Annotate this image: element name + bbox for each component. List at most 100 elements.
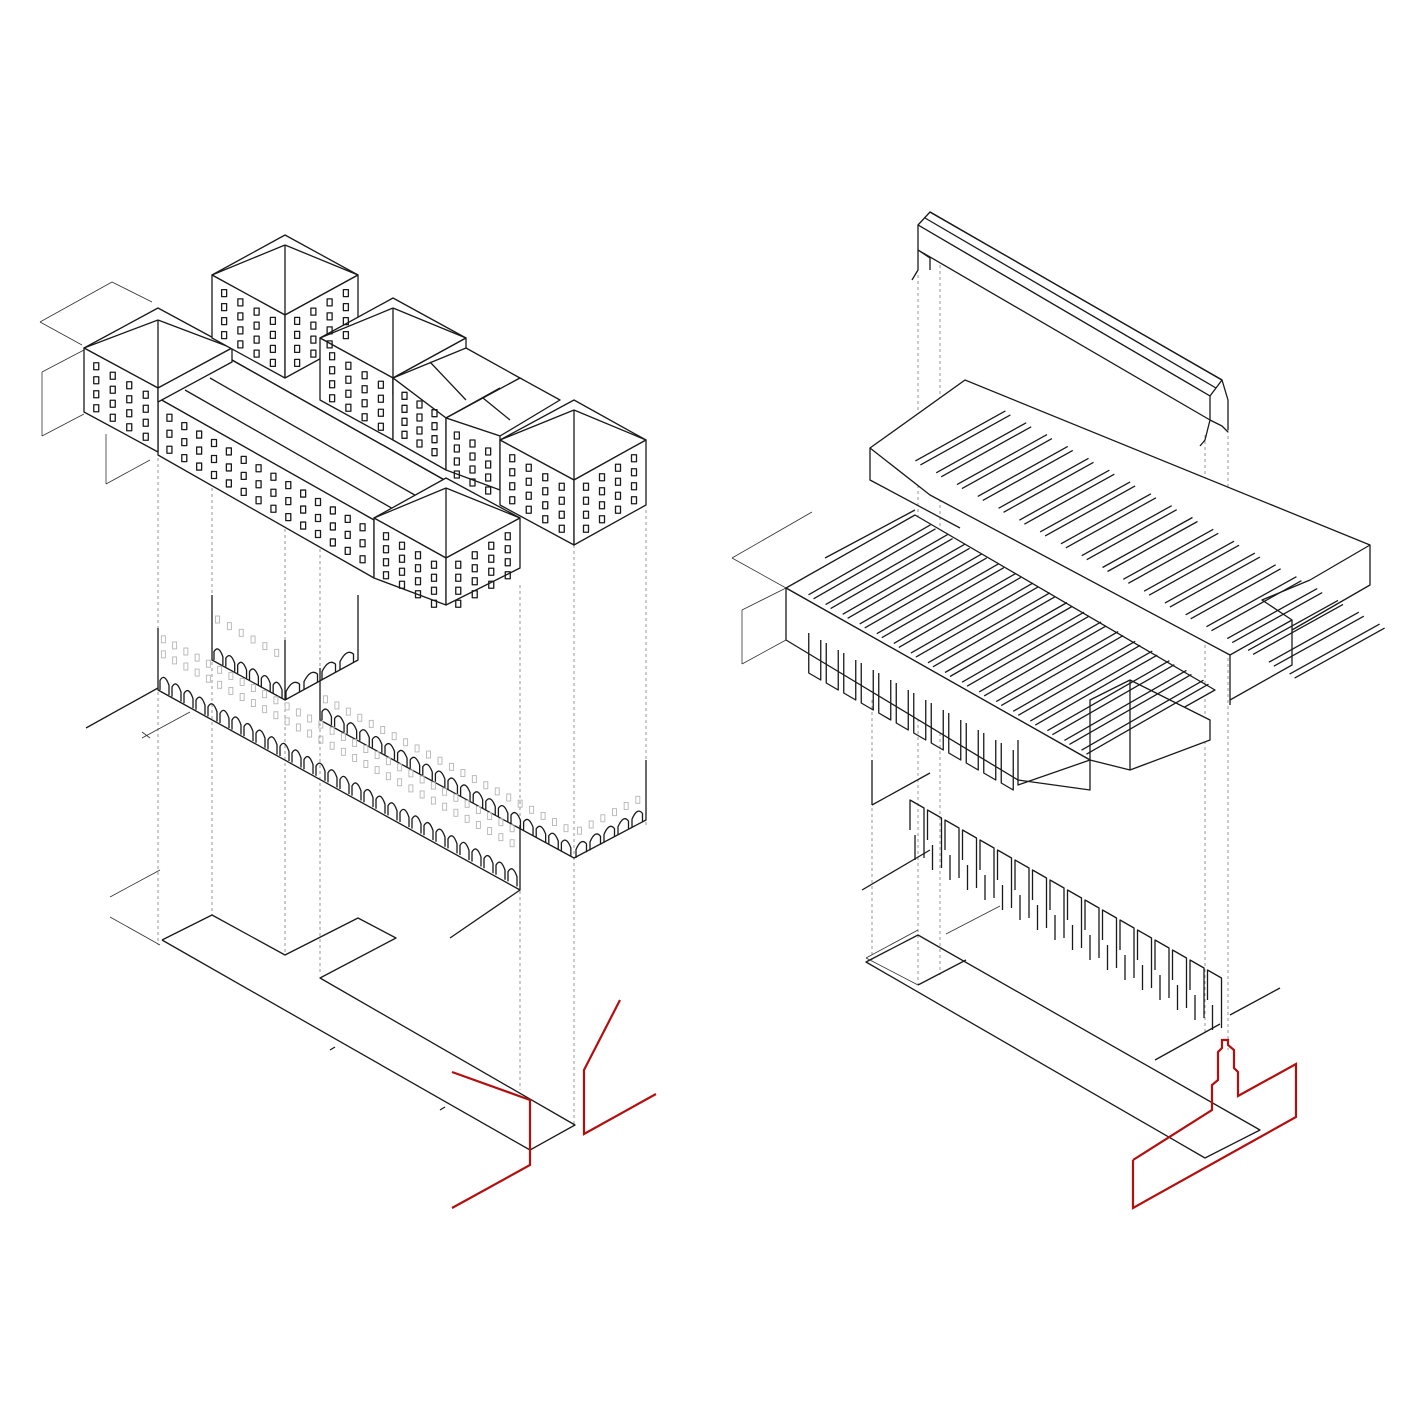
column-fin [1014,859,1030,918]
building-window [269,330,277,340]
facade-window [483,781,489,790]
building-window [285,496,292,506]
building-window [558,524,565,533]
column-fin [1066,889,1083,948]
facade-window [273,696,279,705]
sawtooth-ridge [893,572,1017,644]
sawtooth-ridge [1019,469,1110,521]
sawtooth-ridge [898,576,1022,648]
arcade-arch [279,742,290,761]
building-window [93,390,100,399]
building-window [240,471,247,481]
facade-window [498,818,504,827]
facade-window [250,684,256,693]
building-window [359,539,366,548]
building-window [361,385,368,394]
sawtooth-ridge [1039,481,1131,533]
column-fin [1136,929,1153,988]
building-window [329,522,337,531]
facade-window [262,705,268,714]
sawtooth-ridge [1044,485,1136,537]
building-window [225,479,233,488]
sawtooth-ridge [808,524,931,596]
building-window [195,446,203,455]
arcade-arch [272,681,283,699]
building-window [525,477,532,486]
tower-a [83,307,233,453]
arcade-arch [459,841,470,860]
sawtooth-ridge [859,553,983,625]
facade-window [352,753,358,762]
sawtooth-ridge [1169,556,1261,608]
tower-d [499,399,647,546]
building-window [253,321,260,330]
building-window [359,555,366,564]
arcade-arch [359,729,370,746]
arcade-arch [483,854,494,874]
facade-window [529,805,535,814]
facade-window [205,674,211,683]
sawtooth-ridge [1065,497,1157,549]
building-window [345,403,352,412]
building-window [293,330,301,340]
building-window [142,404,149,413]
sawtooth-ridge [1012,640,1136,712]
arcade-arch [225,655,236,672]
arcade-arch [285,681,301,700]
arcade-arch [434,770,446,788]
sawtooth-ridge [1107,520,1198,573]
building-window [329,538,337,547]
sawtooth-ridge [1081,505,1173,557]
arcade-arch [435,828,446,847]
sawtooth-ridge [864,557,988,629]
sawtooth-ridge [1226,587,1318,640]
building-window [471,564,478,573]
building-window [126,395,133,404]
arcade-arch [237,661,248,679]
building-window [269,316,277,326]
building-window [430,586,438,595]
building-window [255,496,262,505]
building-window [293,344,301,354]
building-window [469,465,476,474]
facade-window [363,745,369,753]
building-window [225,463,233,472]
facade-window [509,824,515,833]
building-window [328,352,336,361]
building-window [398,567,406,576]
facade-window [403,738,409,747]
facade-window [295,708,301,717]
sawtooth-ridge [1086,683,1209,755]
building-window [342,302,350,312]
building-window [398,580,406,589]
building-window [310,349,317,358]
facade-window [239,693,245,701]
building-window [382,532,390,541]
building-window [598,501,606,510]
arcade-arch [339,651,355,670]
colonnade-opening [878,673,892,721]
sawtooth-ridge [847,547,970,619]
building-window [398,554,406,563]
facade-window [340,732,346,741]
facade-window [397,763,403,772]
building-window [453,470,460,479]
building-window [299,489,307,498]
facade-window [464,799,470,808]
facade-window [262,690,268,699]
right-ground-plan [865,934,1261,1159]
building-window [299,505,307,514]
sawtooth-ridge [935,422,1027,474]
sawtooth-ridge [1064,669,1187,742]
sawtooth-ridge [881,567,1005,639]
front-hall-block [785,509,1216,791]
facade-window [635,795,641,804]
facade-window [194,653,200,662]
sawtooth-ridge [910,582,1034,654]
front-colonnade [808,633,1014,791]
building-window [416,439,423,448]
facade-window [228,686,234,695]
facade-window [426,750,431,759]
building-window [525,505,532,514]
building-window [285,480,292,490]
